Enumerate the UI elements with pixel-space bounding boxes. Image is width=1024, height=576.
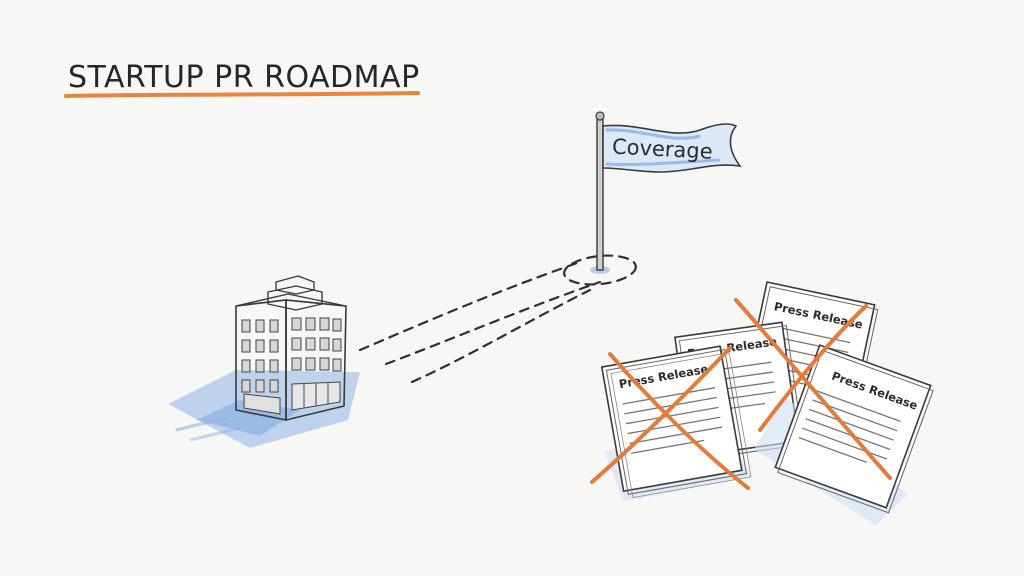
flag-icon: Coverage	[590, 111, 742, 274]
flag-label: Coverage	[611, 135, 713, 164]
office-building-icon	[168, 275, 360, 448]
document-icon: Press Release	[754, 344, 934, 526]
title-underline	[64, 91, 420, 98]
title: STARTUP PR ROADMAP	[64, 60, 420, 98]
roadmap-path	[358, 254, 637, 384]
press-release-pile: Press Release Press Release Press Relea	[590, 281, 934, 526]
title-text: STARTUP PR ROADMAP	[68, 60, 420, 95]
cross-out-marks	[590, 298, 892, 490]
